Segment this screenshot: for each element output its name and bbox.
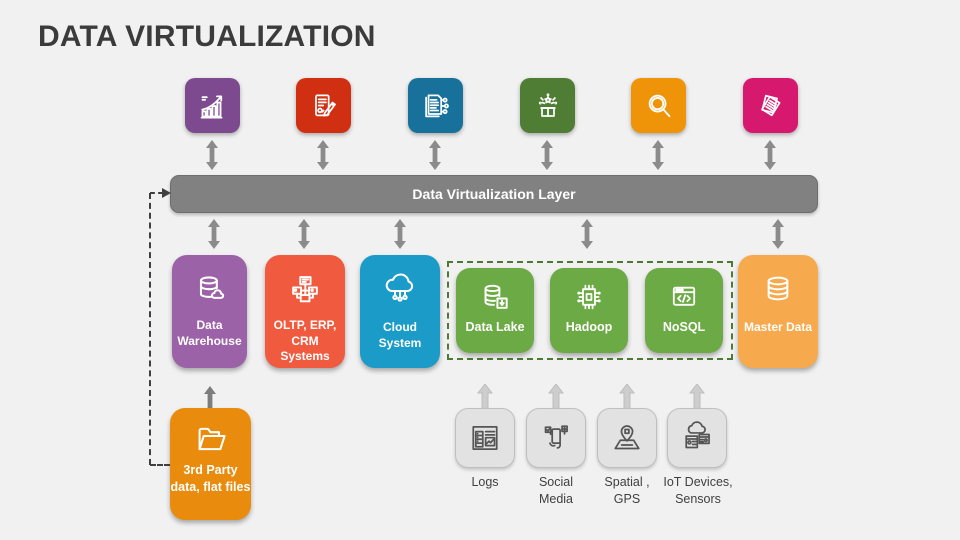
- box-oltp-erp-crm: OLTP, ERP, CRM Systems: [265, 255, 345, 368]
- consumer-tile-data-services: [408, 78, 463, 133]
- up-arrow-light: [689, 384, 705, 409]
- box-label: Hadoop: [565, 320, 613, 334]
- source-tile-iot-devices: [667, 408, 727, 468]
- double-arrow: [206, 140, 218, 170]
- data-virtualization-layer-bar: Data Virtualization Layer: [170, 175, 818, 213]
- consumer-tile-reports: [296, 78, 351, 133]
- dashed-connector-horizontal: [150, 464, 170, 466]
- dashed-connector-into-layer: [150, 192, 163, 194]
- source-tile-social-media: [526, 408, 586, 468]
- folder-icon: [198, 427, 226, 451]
- up-arrow-light: [548, 384, 564, 409]
- dashed-connector-vertical: [149, 193, 151, 465]
- documents-stack-icon: [760, 94, 780, 116]
- consumer-tile-analytics: [185, 78, 240, 133]
- database-cloud-icon: [199, 276, 224, 299]
- box-data-warehouse: Data Warehouse: [172, 255, 247, 368]
- box-label: Master Data: [743, 320, 813, 334]
- page-title: DATA VIRTUALIZATION: [38, 20, 376, 53]
- map-pin-icon: [614, 425, 640, 450]
- consumer-tile-documents: [743, 78, 798, 133]
- contract-document-icon: [314, 93, 336, 116]
- double-arrow: [429, 140, 441, 170]
- box-label: Cloud System: [378, 320, 422, 350]
- box-hadoop: Hadoop: [550, 268, 628, 353]
- logs-icon: [472, 426, 498, 450]
- double-arrow: [581, 219, 593, 249]
- iot-devices-icon: [685, 421, 710, 449]
- surprise-box-icon: [538, 92, 557, 117]
- box-label: Data Warehouse: [177, 318, 242, 348]
- chip-icon: [577, 284, 601, 310]
- up-arrow: [204, 386, 216, 408]
- cloud-network-icon: [385, 273, 414, 302]
- source-label-logs: Logs: [471, 475, 499, 489]
- double-arrow: [208, 219, 220, 249]
- double-arrow: [772, 219, 784, 249]
- database-download-icon: [484, 284, 508, 309]
- up-arrow-light: [477, 384, 493, 409]
- source-tile-logs: [455, 408, 515, 468]
- box-data-lake: Data Lake: [456, 268, 534, 353]
- layer-bar-label: Data Virtualization Layer: [412, 186, 576, 202]
- double-arrow: [541, 140, 553, 170]
- box-label: 3rd Party data, flat files: [170, 463, 251, 494]
- code-window-icon: [672, 286, 696, 306]
- box-cloud-system: Cloud System: [360, 255, 440, 368]
- source-label-social-media: Social Media: [538, 475, 574, 506]
- up-arrow-light: [619, 384, 635, 409]
- document-network-icon: [424, 93, 449, 117]
- box-third-party-data: 3rd Party data, flat files: [170, 408, 251, 520]
- source-label-spatial-gps: Spatial , GPS: [604, 475, 650, 506]
- box-label: NoSQL: [662, 320, 706, 334]
- database-stack-icon: [767, 276, 789, 301]
- growth-chart-icon: [200, 94, 222, 119]
- consumer-tile-discovery: [520, 78, 575, 133]
- source-tile-spatial-gps: [597, 408, 657, 468]
- double-arrow: [394, 219, 406, 249]
- double-arrow: [652, 140, 664, 170]
- erp-system-icon: [292, 276, 318, 303]
- double-arrow: [764, 140, 776, 170]
- big-data-dashed-zone: [447, 261, 733, 360]
- box-label: Data Lake: [465, 320, 525, 334]
- box-master-data: Master Data: [738, 255, 818, 368]
- double-arrow: [298, 219, 310, 249]
- source-label-iot-devices: IoT Devices, Sensors: [663, 475, 733, 506]
- social-media-icon: [544, 425, 568, 449]
- double-arrow: [317, 140, 329, 170]
- box-nosql: NoSQL: [645, 268, 723, 353]
- box-label: OLTP, ERP, CRM Systems: [273, 318, 337, 364]
- magnifier-icon: [648, 94, 670, 117]
- consumer-tile-search: [631, 78, 686, 133]
- dashed-connector-arrowhead: [162, 188, 171, 198]
